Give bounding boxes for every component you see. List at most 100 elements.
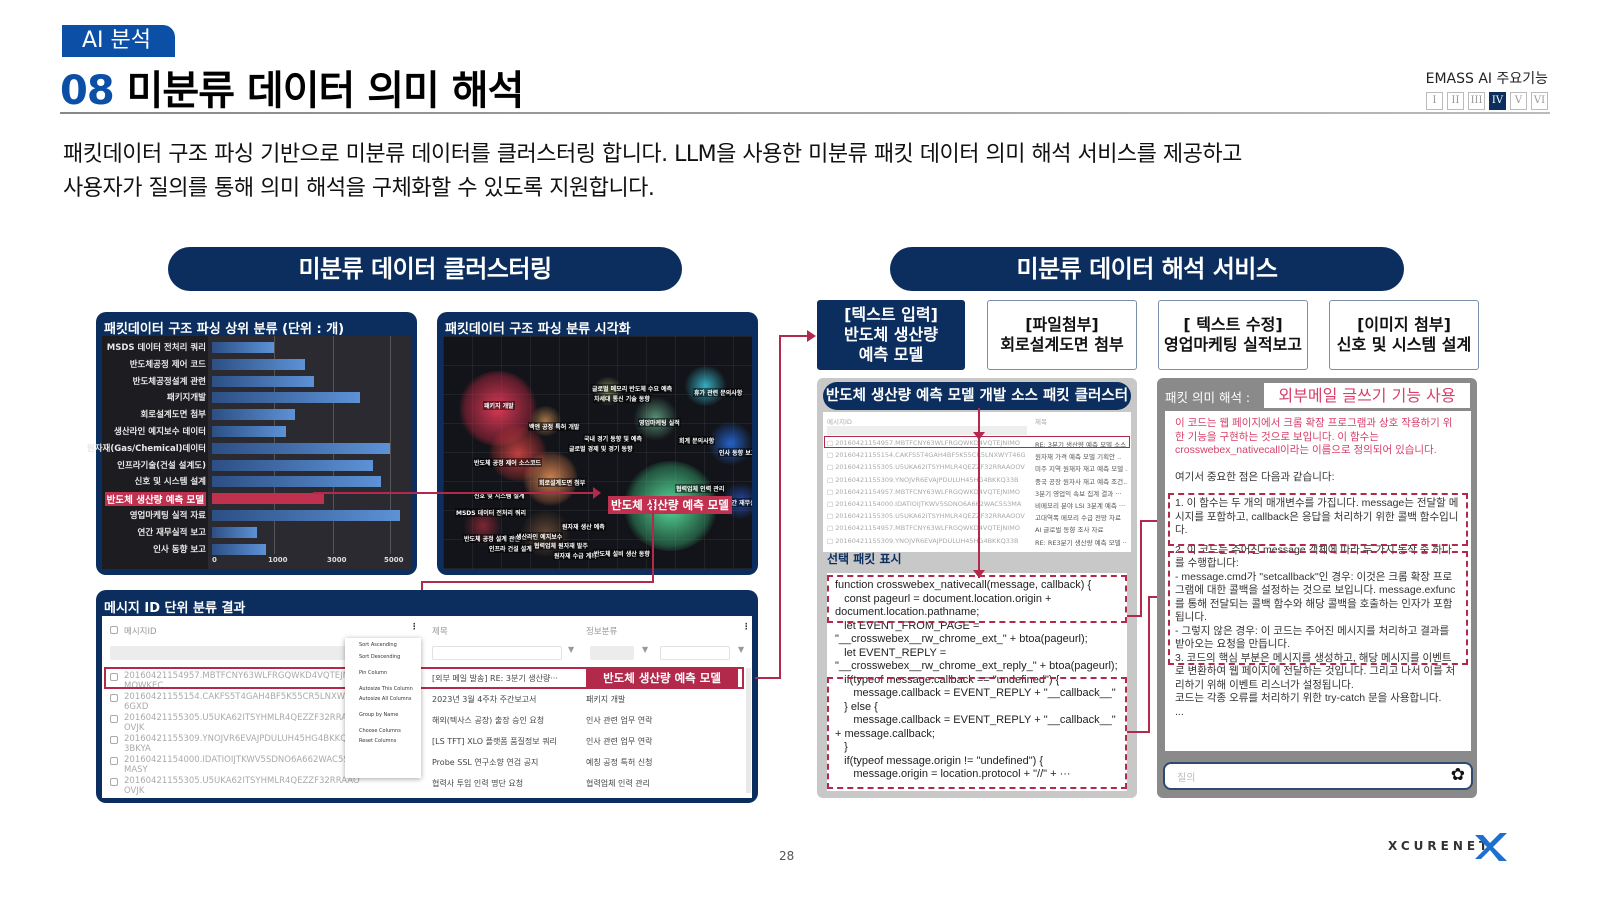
column-header-title[interactable]: 제목 <box>432 627 448 637</box>
context-menu-item[interactable]: Sort Ascending <box>359 642 397 648</box>
cluster-panel-title: 반도체 생산량 예측 모델 개발 소스 패킷 클러스터 <box>823 382 1131 410</box>
message-id: □ 20160421154957.MBTFCNY63WLFRGQWKD4VQTE… <box>827 487 1020 496</box>
tab-file-attach[interactable]: [파일첨부] 회로설계도면 첨부 <box>987 300 1137 370</box>
category-filter-input[interactable] <box>590 646 634 660</box>
query-placeholder: 질의 <box>1177 773 1196 784</box>
chapter-4[interactable]: IV <box>1489 92 1506 110</box>
bar-label: 반도체공정설계 관련 <box>132 376 206 387</box>
message-title: 고대역폭 메모리 수급 전망 자료 <box>1035 514 1122 523</box>
table-row[interactable]: □ 20160421154957.MBTFCNY63WLFRGQWKD4VQTE… <box>823 487 1129 499</box>
table-row[interactable]: □ 20160421154000.IDATIOIJTKWV5SDNO6A662W… <box>823 499 1129 511</box>
column-header-id[interactable]: 메시지ID <box>827 418 852 426</box>
message-title: AI 글로벌 동향 조사 자료 <box>1035 526 1104 535</box>
column-header-id[interactable]: 메시지ID <box>124 627 157 637</box>
row-checkbox[interactable] <box>110 778 118 786</box>
message-title: 원자재 가격 예측 모델 기획안 .. <box>1035 453 1122 462</box>
chapter-3[interactable]: III <box>1468 92 1485 110</box>
extra-filter-input[interactable] <box>660 646 730 660</box>
context-menu-item[interactable]: Group by Name <box>359 712 399 718</box>
scrollbar[interactable] <box>746 668 751 793</box>
table-row[interactable]: 20160421155309.YNOJVR6EVAJPDULUH45HG4BKK… <box>102 734 742 755</box>
cluster-design <box>463 506 503 546</box>
row-checkbox[interactable] <box>110 673 118 681</box>
chapter-5[interactable]: V <box>1510 92 1527 110</box>
analysis-point-1: 1. 이 함수는 두 개의 매개변수를 가집니다. message는 전달할 메… <box>1175 497 1459 536</box>
table-row[interactable]: □ 20160421154957.MBTFCNY63WLFRGQWKD4VQTE… <box>823 523 1129 535</box>
table-row[interactable]: 20160421155305.U5UKA62ITSYHMLR4QEZZF32RR… <box>102 713 742 734</box>
selected-packet-label: 선택 패킷 표시 <box>827 552 902 566</box>
column-header-category[interactable]: 정보분류 <box>586 627 618 637</box>
message-id: 20160421155305.U5UKA62ITSYHMLR4QEZZF32RR… <box>124 776 360 796</box>
tab-label: 예측 모델 <box>858 345 924 364</box>
filter-input[interactable] <box>827 426 1027 435</box>
cluster-label: 생산라인 예지보수 <box>515 532 564 541</box>
openai-icon[interactable]: ✿ <box>1450 765 1465 785</box>
message-category: 패키지 개발 <box>586 695 626 704</box>
bar-label: 반도체 생산량 예측 모델 <box>104 492 206 507</box>
filter-icon[interactable]: ▼ <box>568 645 575 654</box>
column-menu-icon[interactable]: ⋮ <box>742 622 751 632</box>
cluster-label: MSDS 데이터 전처리 쿼리 <box>455 508 528 517</box>
filter-icon[interactable]: ▼ <box>642 645 649 654</box>
cluster-hr <box>708 421 752 466</box>
context-menu-item[interactable]: Autosize This Column <box>359 686 413 692</box>
logo-x-icon <box>1473 831 1509 867</box>
title-filter-input[interactable] <box>432 646 562 660</box>
cluster-label: 국내 경기 동향 및 예측 <box>583 434 644 443</box>
table-row[interactable]: 20160421155154.CAKFS5T4GAH4BF5K55CR5LNXW… <box>102 692 742 713</box>
message-title: 2023년 3월 4주차 주간보고서 <box>432 695 537 704</box>
cluster-label: 휴가 관련 문의사항 <box>693 388 744 397</box>
bar-label: MSDS 데이터 전처리 쿼리 <box>106 343 206 353</box>
table-row[interactable]: □ 20160421155305.U5UKA62ITSYHMLR4QEZZF32… <box>823 462 1129 474</box>
table-row[interactable]: 20160421154000.IDATIOIJTKWV5SDNO6A662WAC… <box>102 755 742 776</box>
column-header-title[interactable]: 제목 <box>1035 418 1047 426</box>
tab-image-attach[interactable]: [이미지 첨부] 신호 및 시스템 설계 <box>1329 300 1479 370</box>
message-table-panel: 메시지 ID 단위 분류 결과 메시지ID ⋮ 제목 정보분류 ⋮ ▼ ▼ ▼ … <box>96 590 758 803</box>
query-input[interactable]: 질의 ✿ <box>1163 762 1473 790</box>
bar-label: 영업마케팅 실적 자료 <box>129 511 206 521</box>
chapter-2[interactable]: II <box>1447 92 1464 110</box>
select-all-checkbox[interactable] <box>110 626 118 637</box>
row-checkbox[interactable] <box>110 715 118 723</box>
code-viewer: function crosswebex_nativecall(message, … <box>827 573 1127 791</box>
chapter-6[interactable]: VI <box>1531 92 1548 110</box>
bar <box>212 493 325 505</box>
table-row[interactable]: □ 20160421155309.YNOJVR6EVAJPDULUH45HG4B… <box>823 536 1129 548</box>
row-checkbox[interactable] <box>110 694 118 702</box>
context-menu-item[interactable]: Reset Columns <box>359 738 397 744</box>
tab-text-input[interactable]: [텍스트 입력] 반도체 생산량 예측 모델 <box>817 300 965 370</box>
company-logo: XCURENET <box>1388 839 1492 853</box>
chapter-1[interactable]: I <box>1426 92 1443 110</box>
table-row[interactable]: □ 20160421154957.MBTFCNY63WLFRGQWKD4VQTE… <box>823 438 1129 450</box>
code-highlight-1 <box>827 575 1127 623</box>
id-filter-input[interactable] <box>110 646 350 660</box>
message-table-title: 메시지 ID 단위 분류 결과 <box>104 601 246 616</box>
table-row[interactable]: 20160421154957.MBTFCNY63WLFRGQWKD4VQTEJN… <box>102 671 742 692</box>
row-checkbox[interactable] <box>110 736 118 744</box>
bar-label: 연간 재무실적 보고 <box>137 527 206 538</box>
message-id: 20160421155309.YNOJVR6EVAJPDULUH45HG4BKK… <box>124 734 353 754</box>
column-menu-icon[interactable]: ⋮ <box>410 622 419 632</box>
context-menu-item[interactable]: Pin Column <box>359 670 388 676</box>
table-row[interactable]: □ 20160421155309.YNOJVR6EVAJPDULUH45HG4B… <box>823 475 1129 487</box>
section-tag: AI 분석 <box>62 25 175 57</box>
table-row[interactable]: 20160421155305.U5UKA62ITSYHMLR4QEZZF32RR… <box>102 776 742 797</box>
message-category: 협력업체 인력 관리 <box>586 779 650 788</box>
message-title: 해외(텍사스 공장) 출장 승인 요청 <box>432 716 545 725</box>
bar <box>212 426 286 437</box>
context-menu-item[interactable]: Autosize All Columns <box>359 696 412 702</box>
bar <box>212 442 390 454</box>
filter-icon[interactable]: ▼ <box>738 645 745 654</box>
tab-text-edit[interactable]: [ 텍스트 수정] 영업마케팅 실적보고 <box>1158 300 1308 370</box>
cluster-circuit <box>523 451 578 506</box>
context-menu-item[interactable]: Sort Descending <box>359 654 401 660</box>
message-id: 20160421154000.IDATIOIJTKWV5SDNO6A662WAC… <box>124 755 355 775</box>
cluster-label: 영업마케팅 실적 <box>638 418 681 427</box>
row-checkbox[interactable] <box>110 757 118 765</box>
connector-line <box>978 408 980 578</box>
connector-line <box>1140 520 1142 617</box>
table-row[interactable]: □ 20160421155305.U5UKA62ITSYHMLR4QEZZF32… <box>823 511 1129 523</box>
context-menu-item[interactable]: Choose Columns <box>359 728 401 734</box>
table-row[interactable]: □ 20160421155154.CAKFS5T4GAH4BF5K55CR5LN… <box>823 450 1129 462</box>
